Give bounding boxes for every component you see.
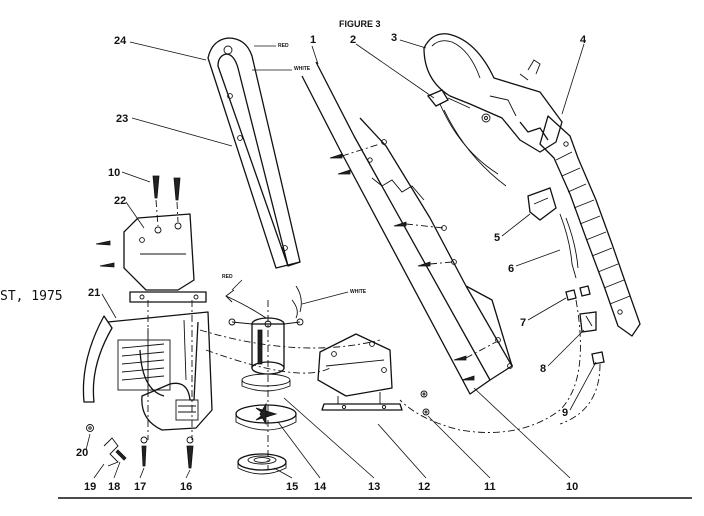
- wire-label-red-top: RED: [278, 43, 289, 49]
- clip-part: [527, 187, 557, 221]
- nuts: [420, 390, 430, 416]
- callout-23: 23: [116, 113, 128, 125]
- callout-leaders: [85, 39, 597, 479]
- callout-19: 19: [84, 481, 96, 493]
- callout-12: 12: [418, 481, 430, 493]
- handle-right-half: [539, 115, 641, 337]
- cutter-hub: [235, 402, 297, 431]
- wire-label-white-mid: WHITE: [350, 289, 367, 295]
- guard-bracket: [317, 333, 403, 411]
- small-hardware: [86, 424, 194, 469]
- tube-screws: [329, 143, 497, 381]
- callout-10: 10: [108, 167, 120, 179]
- callout-1: 1: [310, 34, 316, 46]
- callout-10-bottom: 10: [566, 481, 578, 493]
- callout-5: 5: [494, 232, 500, 244]
- callout-20: 20: [76, 447, 88, 459]
- callout-7: 7: [520, 317, 526, 329]
- callout-11: 11: [484, 481, 496, 493]
- callout-21: 21: [88, 287, 100, 299]
- lower-tube: [301, 61, 513, 395]
- callout-numbers: 1 2 3 4 5 6 7 8 9 10 11 12 13 14 15 16 1…: [76, 32, 587, 493]
- callout-17: 17: [134, 481, 146, 493]
- motor: [241, 317, 291, 392]
- wire-loop: [399, 299, 581, 433]
- grass-shield: [82, 311, 213, 431]
- callout-3: 3: [391, 32, 397, 44]
- side-text: ST, 1975: [0, 289, 63, 304]
- callout-18: 18: [108, 481, 120, 493]
- screws-10: [152, 175, 181, 227]
- line-spool: [237, 453, 287, 475]
- upper-tube: [207, 37, 301, 269]
- callout-14: 14: [314, 481, 327, 493]
- callout-22: 22: [114, 195, 126, 207]
- callout-8: 8: [540, 363, 546, 375]
- callout-15: 15: [286, 481, 298, 493]
- callout-13: 13: [368, 481, 380, 493]
- callout-24: 24: [114, 35, 127, 47]
- handle-housing: [423, 33, 563, 187]
- callout-4: 4: [580, 34, 587, 46]
- callout-6: 6: [508, 263, 514, 275]
- wire-label-white-top: WHITE: [294, 66, 311, 72]
- spring-wire: [559, 213, 577, 279]
- figure-title: FIGURE 3: [339, 19, 381, 29]
- callout-9: 9: [562, 407, 568, 419]
- callout-2: 2: [350, 34, 356, 46]
- callout-16: 16: [180, 481, 192, 493]
- motor-housing-bracket: [123, 213, 207, 303]
- small-fittings: [565, 285, 605, 365]
- wire-label-red-mid: RED: [222, 274, 233, 280]
